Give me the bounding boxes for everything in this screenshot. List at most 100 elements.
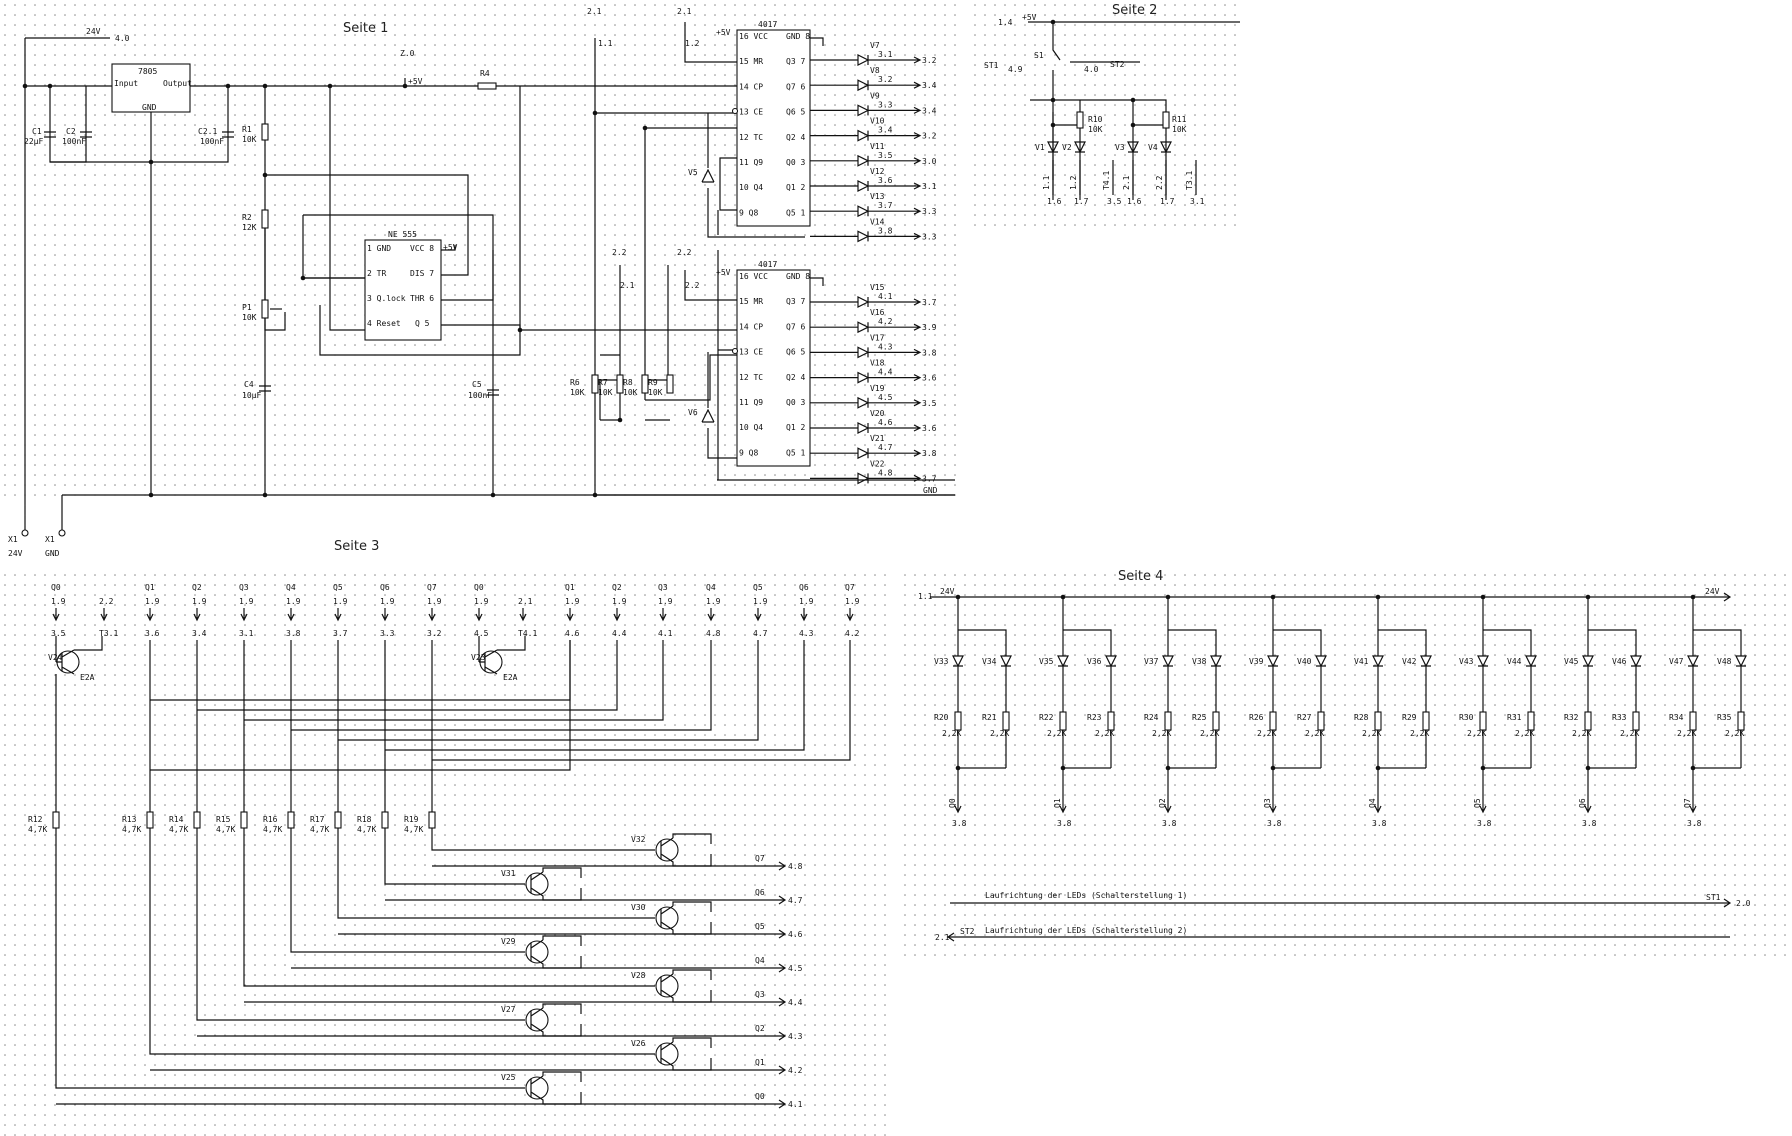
svg-text:C2: C2 [66,127,76,136]
direction-arrow-1: Laufrichtung der LEDs (Schalterstellung … [950,891,1751,908]
transistor-net: 4.7 [788,896,803,905]
counter-pin: 10 Q4 [739,423,763,432]
resistor-value: 2,2K [1095,729,1114,738]
seite2-ref-in: 1.4 [998,18,1013,27]
resistor-value: 2,2K [1305,729,1324,738]
led-ref: V40 [1297,657,1312,666]
diode-out: 3.1 [922,182,937,191]
resistor-ref: R21 [982,713,997,722]
led-ref: V48 [1717,657,1732,666]
svg-text:24V: 24V [8,549,23,558]
led-v4: V4 [1148,141,1172,154]
capacitor-c2-1: C2.1 100nF [198,127,234,146]
top-ref: 2.2 [677,248,692,257]
counter-pin: Q1 2 [786,423,805,432]
led-ref: V41 [1354,657,1369,666]
top-net: 1.9 [51,597,66,606]
resistor-value: 4,7K [216,825,235,834]
output-ref: 3.8 [952,819,967,828]
page-title-seite4: Seite 4 [1118,569,1163,584]
resistor-ref: R27 [1297,713,1312,722]
svg-text:R4: R4 [480,69,490,78]
counter-pin: 14 CP [739,322,763,331]
diode-ref: V16 [870,308,885,317]
output-ref: 3.8 [1372,819,1387,828]
mid-net: T3.1 [99,629,118,638]
output-ref: 3.8 [1057,819,1072,828]
svg-text:R11: R11 [1172,115,1187,124]
svg-text:Laufrichtung der LEDs (Schalte: Laufrichtung der LEDs (Schalterstellung … [985,926,1187,935]
diode-ref: V17 [870,333,885,342]
seite2-supply: +5V [1022,13,1037,22]
diode-net: 4.7 [878,443,893,452]
counter-pin: Q7 6 [786,82,805,91]
mid-net: 3.7 [333,629,348,638]
rail-label-right: 24V [1705,587,1720,596]
led-v3: V3 [1115,141,1139,154]
resistor-ref: R30 [1459,713,1474,722]
diode-net: 4.1 [878,292,893,301]
potentiometer-p1: P1 10K [242,299,282,322]
diode-net: 4.2 [878,317,893,326]
resistor-value: 2,2K [1200,729,1219,738]
diode-net: 3.1 [878,50,893,59]
mid-net: 3.6 [145,629,160,638]
svg-text:1 GND: 1 GND [367,244,391,253]
svg-text:THR 6: THR 6 [410,294,434,303]
mid-net: 3.3 [380,629,395,638]
q-label: Q6 [799,583,809,592]
svg-text:10K: 10K [242,313,257,322]
counter-pin: 14 CP [739,82,763,91]
diode-ref: V21 [870,434,885,443]
led-ref: V42 [1402,657,1417,666]
q-label: Q1 [565,583,575,592]
net-ref: 1.7 [1074,197,1089,206]
svg-text:2 TR: 2 TR [367,269,386,278]
mid-net: 4.5 [474,629,489,638]
svg-text:X1: X1 [8,535,18,544]
diode-net: 4.8 [878,468,893,477]
counter-pin: Q6 5 [786,348,805,357]
counter-pin: 12 TC [739,373,763,382]
regulator-input: Input [114,79,138,88]
svg-text:R2: R2 [242,213,252,222]
counter-pin: Q0 3 [786,158,805,167]
diode-out: 3.8 [922,348,937,357]
svg-text:DIS 7: DIS 7 [410,269,434,278]
net-ref: 1.6 [1047,197,1062,206]
transistor-net: 4.4 [788,998,803,1007]
q-label: Q2 [192,583,202,592]
resistor-ref: R26 [1249,713,1264,722]
rail-left-ref: 1.1 [918,592,933,601]
resistor-value: 2,2K [1362,729,1381,738]
led-ref: V47 [1669,657,1684,666]
svg-text:ST2: ST2 [960,927,975,936]
resistor-ref: R33 [1612,713,1627,722]
seite4-circuit: V33R202,2KV34R212,2KQ03.8V35R222,2KV36R2… [930,592,1747,828]
transistor-ref: V25 [501,1073,516,1082]
page-title-seite2: Seite 2 [1112,3,1157,18]
capacitor-c5: C5 100nF [468,380,499,400]
transistor-part: E2A [503,673,518,682]
svg-text:C4: C4 [244,380,254,389]
top-net: 1.9 [145,597,160,606]
svg-text:V5: V5 [688,168,698,177]
diode-ref: V3 [1115,143,1125,152]
led-ref: V35 [1039,657,1054,666]
svg-text:10K: 10K [1088,125,1103,134]
q-label: Q6 [380,583,390,592]
counter-pin: 16 VCC [739,272,768,281]
resistor-value: 4,7K [310,825,329,834]
diode-v9: V93.33.4 [810,91,937,117]
